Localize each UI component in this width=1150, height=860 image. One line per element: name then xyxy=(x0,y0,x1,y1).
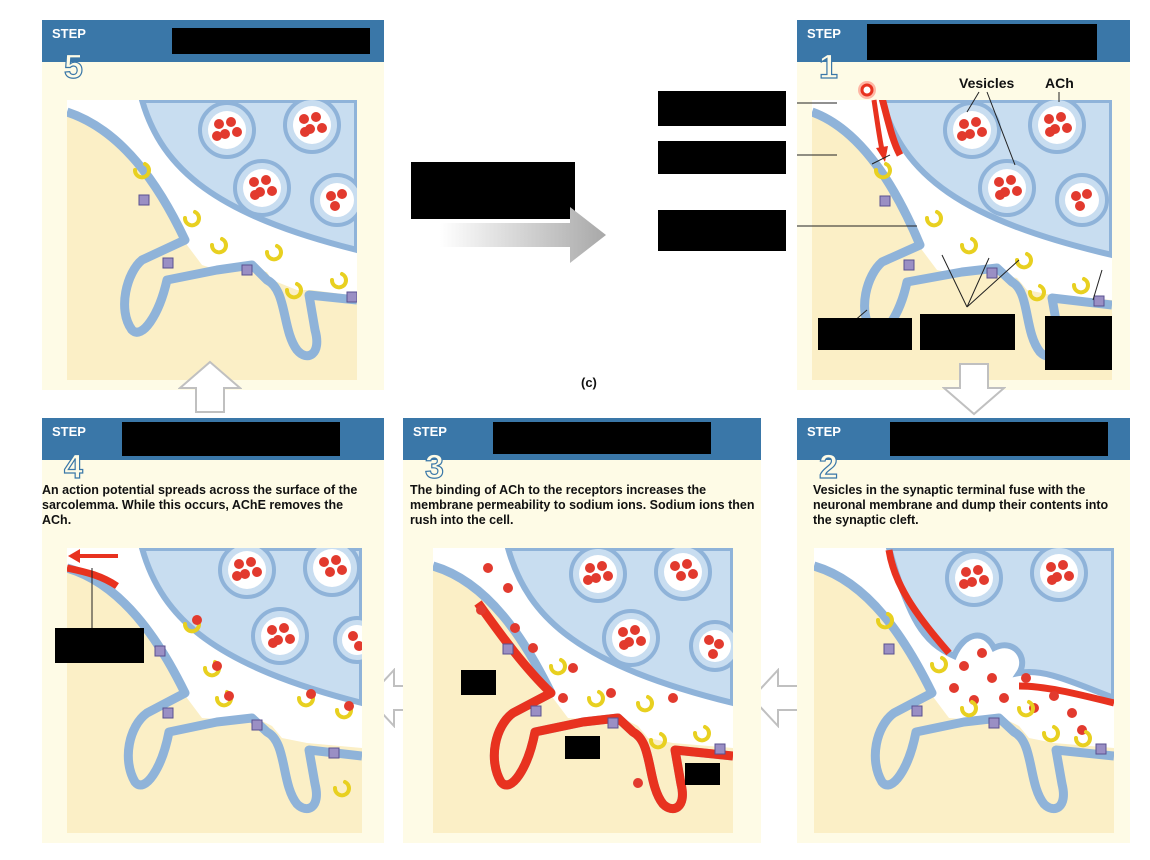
step1-terminal-label-redaction xyxy=(818,318,912,350)
step1-leader-lines xyxy=(797,91,1103,341)
step2-header: STEP xyxy=(797,418,1130,460)
step3-panel: STEP 3 The binding of ACh to the recepto… xyxy=(403,418,761,843)
step2-number: 2 xyxy=(818,448,838,486)
step3-description: The binding of ACh to the receptors incr… xyxy=(410,483,755,527)
step5-header: STEP xyxy=(42,20,384,62)
step4-word: STEP xyxy=(52,424,86,439)
step1-number: 1 xyxy=(818,48,838,86)
action-potential-marker xyxy=(858,81,888,162)
ach-label: ACh xyxy=(1045,75,1074,91)
arrow-step4-to-step5 xyxy=(178,360,242,413)
step1-word: STEP xyxy=(807,26,841,41)
step3-word: STEP xyxy=(413,424,447,439)
step1-title-redaction xyxy=(867,24,1097,60)
step3-synapse-illustration xyxy=(433,548,733,833)
step2-word: STEP xyxy=(807,424,841,439)
step4-leader-line xyxy=(91,568,93,628)
step5-number: 5 xyxy=(63,48,83,86)
step4-spread-arrow xyxy=(68,549,118,563)
sequence-forward-arrow xyxy=(440,207,606,263)
step4-description: An action potential spreads across the s… xyxy=(42,483,358,527)
step5-panel: STEP 5 xyxy=(42,20,384,390)
step5-word: STEP xyxy=(52,26,86,41)
figure-label: (c) xyxy=(581,375,597,390)
step3-na-label-3-redaction xyxy=(685,763,720,785)
step1-header: STEP xyxy=(797,20,1130,62)
arrow-step1-to-step2 xyxy=(942,363,1006,416)
synaptic-cleft-label-redaction xyxy=(658,141,786,174)
central-caption-redaction xyxy=(411,162,575,219)
motor-end-plate-label-redaction xyxy=(658,210,786,251)
step1-receptors-label-redaction xyxy=(920,314,1015,350)
step2-title-redaction xyxy=(890,422,1108,456)
step3-number: 3 xyxy=(424,448,444,486)
step1-enzyme-label-redaction xyxy=(1045,316,1112,370)
vesicles-label: Vesicles xyxy=(959,75,1015,91)
step3-header: STEP xyxy=(403,418,761,460)
step4-number: 4 xyxy=(63,448,83,486)
step5-title-redaction xyxy=(172,28,370,54)
step4-panel: STEP 4 An action potential spreads acros… xyxy=(42,418,384,843)
step4-synapse-illustration xyxy=(67,548,362,833)
step3-na-label-2-redaction xyxy=(565,736,600,759)
arriving-action-potential-label-redaction xyxy=(658,91,786,126)
step2-panel: STEP 2 Vesicles in the synaptic terminal… xyxy=(797,418,1130,843)
step2-description: Vesicles in the synaptic terminal fuse w… xyxy=(813,483,1109,527)
step3-title-redaction xyxy=(493,422,711,454)
step2-synapse-illustration xyxy=(814,548,1114,833)
step5-synapse-illustration xyxy=(67,100,357,380)
step4-action-potential-label-redaction xyxy=(55,628,144,663)
step1-panel: STEP 1 Vesicl xyxy=(797,20,1130,390)
step4-header: STEP xyxy=(42,418,384,460)
step4-title-redaction xyxy=(122,422,340,456)
step3-na-label-1-redaction xyxy=(461,670,496,695)
